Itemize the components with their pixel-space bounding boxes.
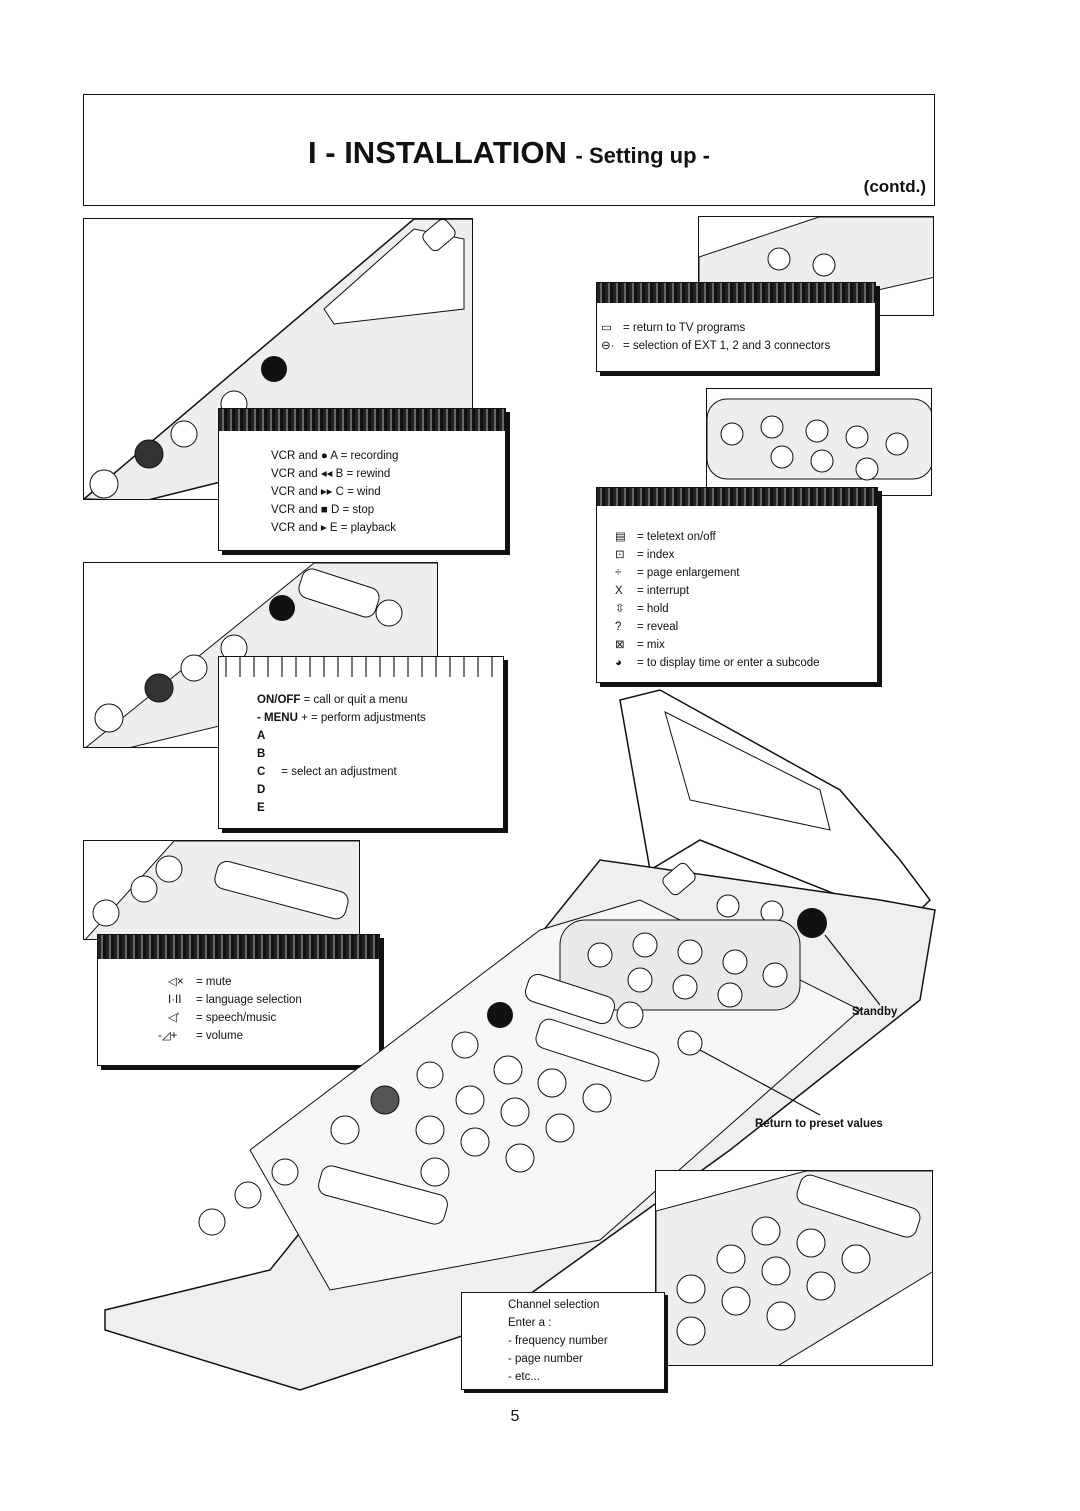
- panel-heading-bar: [98, 935, 379, 959]
- panel-heading-bar: [219, 409, 505, 431]
- sound-keys-illustration: [83, 840, 360, 940]
- vcr-row-wind: VCR and ▸▸ C = wind: [271, 486, 381, 498]
- contd-label: (contd.): [863, 177, 926, 196]
- teletext-row-time: ◕= to display time or enter a subcode: [615, 657, 820, 669]
- teletext-row-reveal: ?= reveal: [615, 621, 679, 633]
- menu-row-e: E: [257, 802, 265, 814]
- sound-row-language: I·II= language selection: [168, 994, 302, 1006]
- sound-row-volume: -◿+= volume: [158, 1030, 243, 1042]
- sound-remote-drawing: [85, 841, 359, 939]
- connectors-panel: ▭= return to TV programs ⊖·= selection o…: [596, 282, 876, 372]
- page-title: I - INSTALLATION - Setting up -: [84, 135, 934, 171]
- teletext-row-index: ⊡= index: [615, 549, 675, 561]
- title-main: I - INSTALLATION: [308, 135, 567, 170]
- menu-row-onoff: ON/OFF = call or quit a menu: [257, 694, 408, 706]
- enlarge-icon: ÷: [615, 567, 622, 579]
- vcr-functions-panel: VCR and ● A = recording VCR and ◂◂ B = r…: [218, 408, 506, 551]
- panel-heading-bar: [597, 283, 875, 303]
- channel-row-frequency: - frequency number: [508, 1335, 608, 1347]
- return-preset-label: Return to preset values: [755, 1118, 883, 1130]
- teletext-row-hold: ⇳= hold: [615, 603, 669, 615]
- time-icon: ◕: [615, 657, 622, 669]
- vcr-row-stop: VCR and ■ D = stop: [271, 504, 375, 516]
- title-box: I - INSTALLATION - Setting up - (contd.): [83, 94, 935, 206]
- channel-row-title: Channel selection: [508, 1299, 600, 1311]
- number-remote-drawing: [656, 1171, 932, 1365]
- hold-icon: ⇳: [615, 603, 625, 615]
- teletext-remote-drawing: [707, 398, 931, 481]
- panel-heading-bar: [597, 488, 877, 506]
- interrupt-icon: X: [615, 585, 623, 597]
- vcr-row-playback: VCR and ▸ E = playback: [271, 522, 396, 534]
- speech-music-icon: ◁': [168, 1012, 180, 1024]
- standby-label: Standby: [852, 1006, 898, 1018]
- mute-icon: ◁×: [168, 976, 184, 988]
- sound-row-speech: ◁'= speech/music: [168, 1012, 277, 1024]
- title-subtitle: - Setting up -: [575, 143, 710, 168]
- teletext-keys-illustration: [706, 388, 932, 496]
- menu-row-b: B: [257, 748, 266, 760]
- menu-panel: ON/OFF = call or quit a menu - MENU + = …: [218, 656, 504, 829]
- menu-row-d: D: [257, 784, 266, 796]
- sound-panel: ◁×= mute I·II= language selection ◁'= sp…: [97, 934, 380, 1066]
- teletext-row-enlarge: ÷= page enlargement: [615, 567, 740, 579]
- vcr-row-rewind: VCR and ◂◂ B = rewind: [271, 468, 391, 480]
- connectors-row-ext: ⊖·= selection of EXT 1, 2 and 3 connecto…: [601, 340, 831, 352]
- reveal-icon: ?: [615, 621, 622, 633]
- teletext-panel: ▤= teletext on/off ⊡= index ÷= page enla…: [596, 487, 878, 683]
- menu-remote-drawing: [85, 563, 437, 747]
- menu-row-menu: - MENU + = perform adjustments: [257, 712, 426, 724]
- ext-connector-icon: ⊖·: [601, 340, 615, 352]
- channel-row-etc: - etc...: [508, 1371, 540, 1383]
- language-icon: I·II: [168, 994, 182, 1006]
- channel-panel: Channel selection Enter a : - frequency …: [461, 1292, 665, 1390]
- volume-icon: -◿+: [158, 1030, 178, 1042]
- menu-row-c: C = select an adjustment: [257, 766, 397, 778]
- tv-return-icon: ▭: [601, 322, 612, 334]
- channel-row-enter: Enter a :: [508, 1317, 552, 1329]
- sound-row-mute: ◁×= mute: [168, 976, 232, 988]
- teletext-row-onoff: ▤= teletext on/off: [615, 531, 716, 543]
- teletext-row-mix: ⊠= mix: [615, 639, 665, 651]
- teletext-icon: ▤: [615, 531, 626, 543]
- channel-row-page: - page number: [508, 1353, 583, 1365]
- panel-heading-bar: [219, 657, 503, 677]
- menu-row-a: A: [257, 730, 266, 742]
- page-number: 5: [510, 1408, 520, 1425]
- mix-icon: ⊠: [615, 639, 625, 651]
- connectors-row-return: ▭= return to TV programs: [601, 322, 746, 334]
- index-icon: ⊡: [615, 549, 625, 561]
- vcr-row-recording: VCR and ● A = recording: [271, 450, 399, 462]
- teletext-row-interrupt: X= interrupt: [615, 585, 690, 597]
- number-keys-illustration: [655, 1170, 933, 1366]
- menu-keys-illustration: [83, 562, 438, 748]
